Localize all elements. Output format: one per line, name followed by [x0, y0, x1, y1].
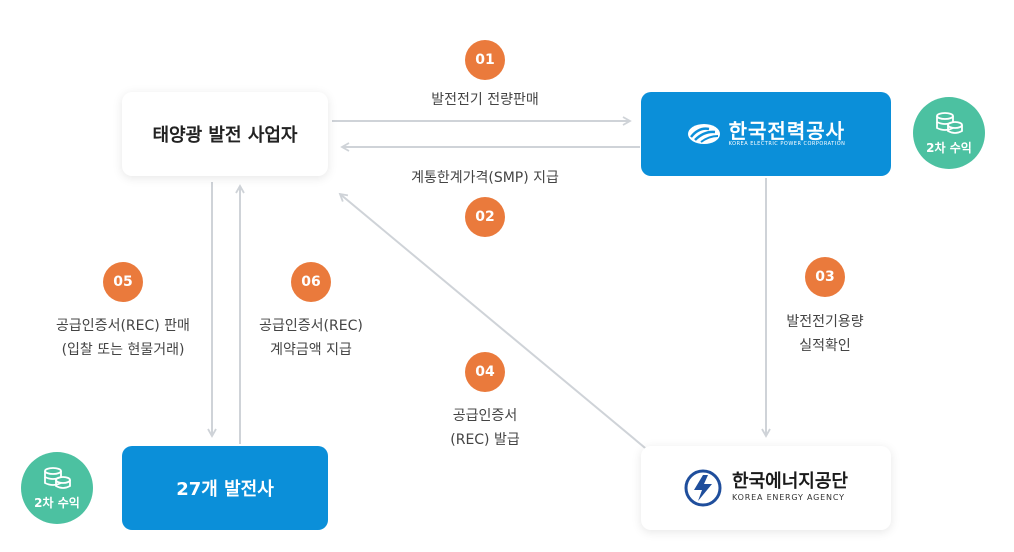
kepco-box: 한국전력공사 KOREA ELECTRIC POWER CORPORATION	[641, 92, 891, 176]
kepco-logo: 한국전력공사 KOREA ELECTRIC POWER CORPORATION	[687, 121, 846, 148]
step-01-badge: 01	[465, 40, 505, 80]
step-06-text-line1: 공급인증서(REC)	[259, 318, 363, 334]
step-05-number: 05	[113, 274, 133, 290]
revenue-badge-gencos: 2차 수익	[21, 452, 93, 524]
gencos-box: 27개 발전사	[122, 446, 328, 530]
solar-operator-box: 태양광 발전 사업자	[122, 92, 328, 176]
step-05-badge: 05	[103, 262, 143, 302]
step-04-label: 공급인증서 (REC) 발급	[425, 404, 545, 452]
step-01-number: 01	[475, 52, 495, 68]
step-03-text-line1: 발전전기용량	[786, 314, 864, 330]
step-06-label: 공급인증서(REC) 계약금액 지급	[246, 314, 376, 362]
kea-box: 한국에너지공단 KOREA ENERGY AGENCY	[641, 446, 891, 530]
kea-logo: 한국에너지공단 KOREA ENERGY AGENCY	[684, 469, 848, 507]
step-03-label: 발전전기용량 실적확인	[765, 310, 885, 358]
kepco-name: 한국전력공사	[728, 118, 846, 143]
step-06-number: 06	[301, 274, 321, 290]
revenue-text: 2차 수익	[926, 140, 972, 155]
step-02-label: 계통한계가격(SMP) 지급	[365, 166, 605, 190]
step-04-badge: 04	[465, 352, 505, 392]
arrow-04-rec-issue	[338, 192, 651, 453]
step-05-label: 공급인증서(REC) 판매 (입찰 또는 현물거래)	[38, 314, 208, 362]
step-03-text-line2: 실적확인	[799, 338, 851, 354]
step-02-badge: 02	[465, 197, 505, 237]
step-03-badge: 03	[805, 257, 845, 297]
step-01-text: 발전전기 전량판매	[431, 92, 539, 108]
step-01-label: 발전전기 전량판매	[385, 88, 585, 112]
revenue-badge-kepco: 2차 수익	[913, 97, 985, 169]
step-03-number: 03	[815, 269, 835, 285]
kepco-subtitle: KOREA ELECTRIC POWER CORPORATION	[728, 140, 846, 147]
kea-name: 한국에너지공단	[732, 471, 848, 492]
step-05-text-line1: 공급인증서(REC) 판매	[56, 318, 190, 334]
kepco-emblem-icon	[687, 124, 720, 144]
kea-subtitle: KOREA ENERGY AGENCY	[732, 493, 845, 502]
step-02-text: 계통한계가격(SMP) 지급	[411, 170, 559, 186]
step-04-text-line1: 공급인증서	[452, 408, 518, 424]
gencos-label: 27개 발전사	[176, 479, 274, 500]
step-04-number: 04	[475, 364, 495, 380]
step-04-text-line2: (REC) 발급	[450, 432, 520, 448]
revenue-text: 2차 수익	[34, 495, 80, 510]
solar-operator-label: 태양광 발전 사업자	[152, 125, 298, 146]
kea-emblem-icon	[684, 469, 722, 507]
coin-stack-icon	[44, 466, 71, 489]
coin-stack-icon	[936, 111, 963, 134]
step-05-text-line2: (입찰 또는 현물거래)	[61, 342, 185, 358]
step-06-badge: 06	[291, 262, 331, 302]
step-06-text-line2: 계약금액 지급	[270, 342, 352, 358]
step-02-number: 02	[475, 209, 495, 225]
